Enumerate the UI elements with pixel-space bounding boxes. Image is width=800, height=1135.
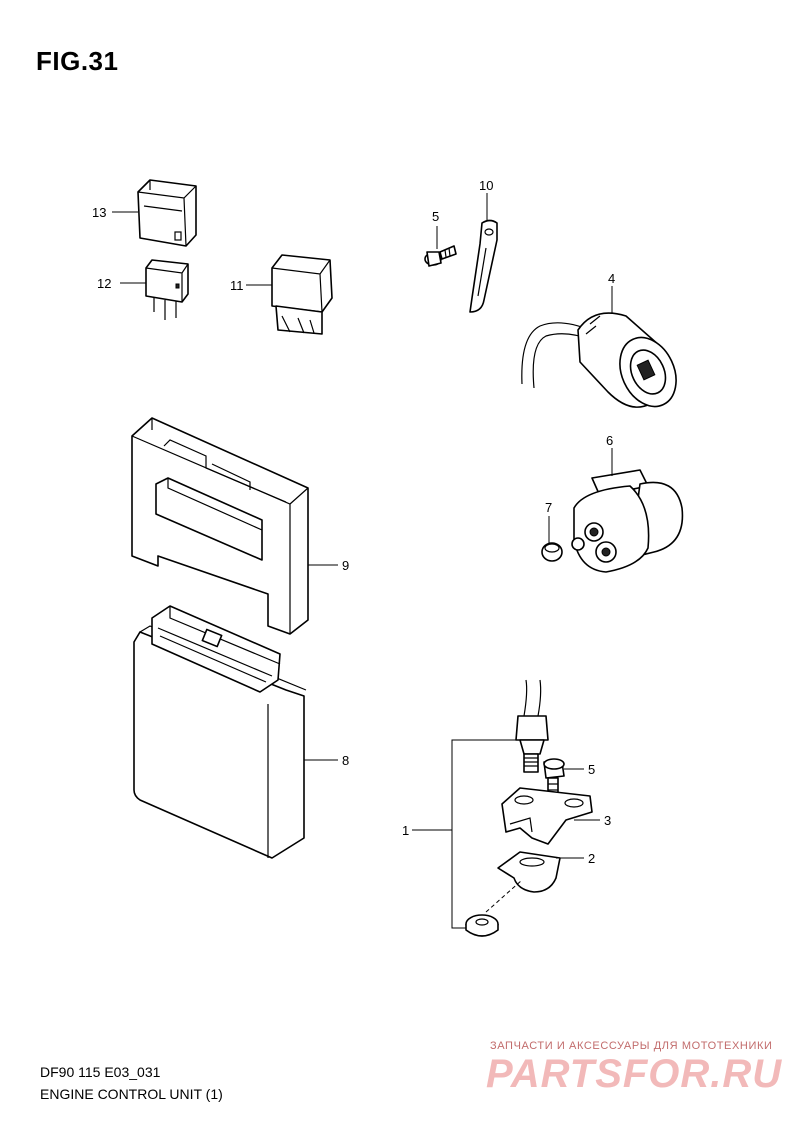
relay-11[interactable] xyxy=(271,254,333,335)
assembly-bracket-1 xyxy=(451,739,520,929)
callout-10: 10 xyxy=(479,178,493,193)
callout-1: 1 xyxy=(402,823,409,838)
connector-4[interactable] xyxy=(521,312,687,416)
clamp-10[interactable] xyxy=(469,219,498,313)
callout-13: 13 xyxy=(92,205,106,220)
relay-13[interactable] xyxy=(137,179,197,247)
callout-6: 6 xyxy=(606,433,613,448)
relay-12[interactable] xyxy=(145,259,189,320)
sensor[interactable] xyxy=(515,679,549,773)
callout-2: 2 xyxy=(588,851,595,866)
ecu-8[interactable] xyxy=(133,605,307,859)
figure-title: FIG.31 xyxy=(36,46,119,76)
washer[interactable] xyxy=(465,914,499,937)
callout-5-top: 5 xyxy=(432,209,439,224)
callout-8: 8 xyxy=(342,753,349,768)
callout-9: 9 xyxy=(342,558,349,573)
watermark-logo: PARTSFOR.RU xyxy=(486,1052,783,1096)
ecu-bracket-9[interactable] xyxy=(131,417,309,635)
figure-caption: ENGINE CONTROL UNIT (1) xyxy=(40,1086,223,1102)
connector-6[interactable] xyxy=(571,469,684,573)
callout-5-bottom: 5 xyxy=(588,762,595,777)
callout-7: 7 xyxy=(545,500,552,515)
callout-12: 12 xyxy=(97,276,111,291)
figure-code: DF90 115 E03_031 xyxy=(40,1064,161,1080)
callout-4: 4 xyxy=(608,271,615,286)
seat-2[interactable] xyxy=(497,851,561,893)
bracket-3[interactable] xyxy=(501,787,593,845)
callout-3: 3 xyxy=(604,813,611,828)
cap-7[interactable] xyxy=(541,542,563,562)
callout-11: 11 xyxy=(230,278,244,293)
bolt-5-top[interactable] xyxy=(424,245,457,267)
watermark-tagline: ЗАПЧАСТИ И АКСЕССУАРЫ ДЛЯ МОТОТЕХНИКИ xyxy=(490,1040,773,1052)
